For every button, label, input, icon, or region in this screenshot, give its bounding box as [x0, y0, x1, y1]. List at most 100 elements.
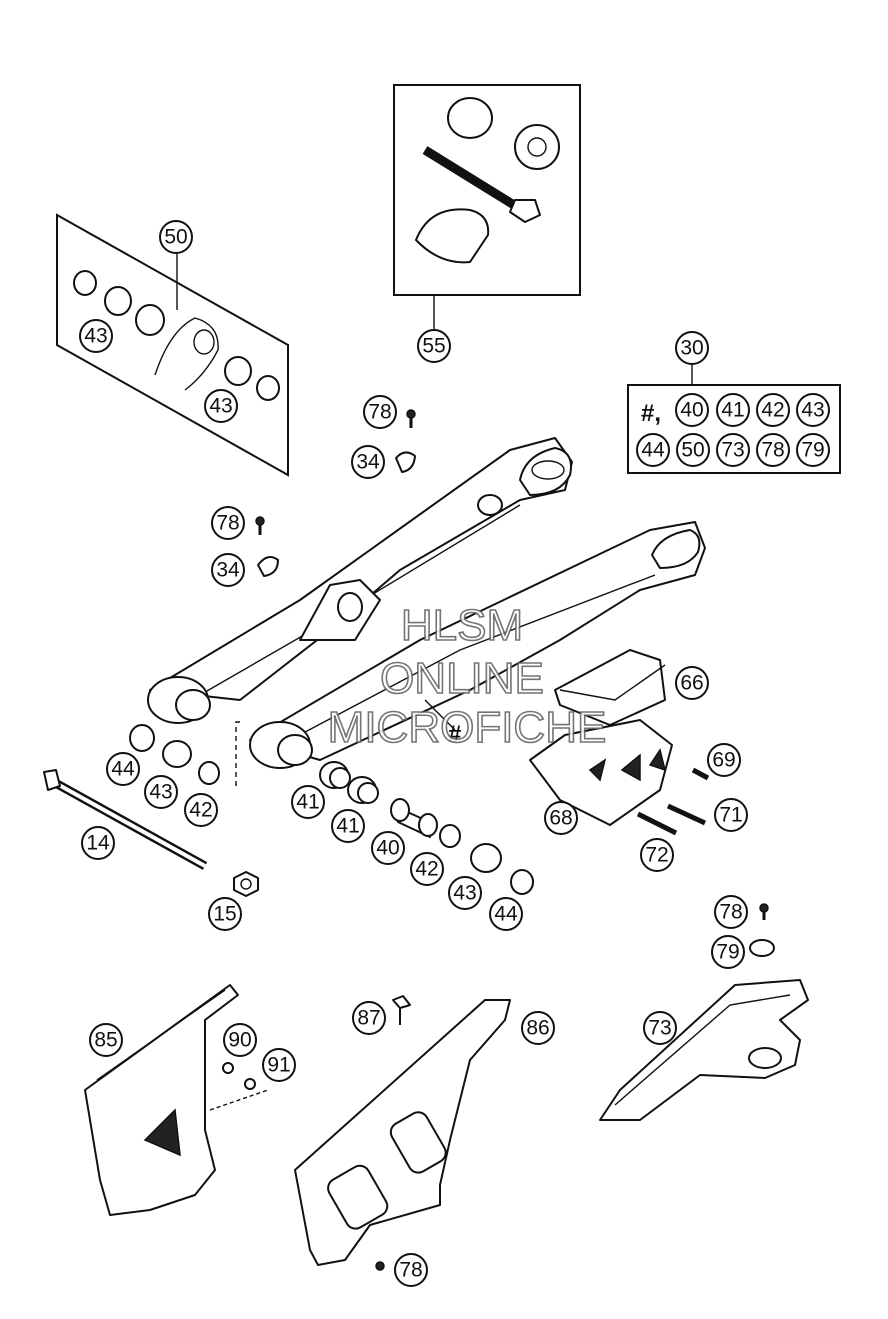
svg-text:43: 43	[209, 395, 232, 418]
svg-text:40: 40	[376, 837, 399, 860]
svg-text:86: 86	[526, 1017, 549, 1040]
bolt-71	[666, 803, 707, 826]
svg-text:78: 78	[368, 401, 391, 424]
kit-item-79: 79	[796, 433, 830, 467]
chain-guard-85	[84, 984, 269, 1216]
callout-71: 71	[714, 798, 748, 832]
watermark-line2: ONLINE	[380, 654, 544, 703]
hash-marker: #	[448, 721, 461, 748]
chain-guide-66	[554, 649, 666, 726]
callout-43: 43	[204, 389, 238, 423]
callout-78: 78	[211, 506, 245, 540]
callout-44: 44	[106, 752, 140, 786]
svg-text:41: 41	[721, 399, 744, 422]
svg-text:42: 42	[761, 399, 784, 422]
watermark: HLSM ONLINE MICROFICHE	[327, 600, 607, 753]
svg-text:44: 44	[494, 903, 518, 926]
callout-69: 69	[707, 743, 741, 777]
svg-text:43: 43	[453, 882, 476, 905]
nut-90	[222, 1062, 234, 1074]
svg-text:69: 69	[712, 749, 735, 772]
svg-text:71: 71	[719, 804, 742, 827]
callout-78: 78	[394, 1253, 428, 1287]
kit-item-78: 78	[756, 433, 790, 467]
callout-55: 55	[417, 329, 451, 363]
callout-41: 41	[331, 809, 365, 843]
chain-guard-86	[294, 995, 511, 1271]
svg-text:91: 91	[267, 1054, 290, 1077]
callout-79: 79	[711, 935, 745, 969]
washer-42-right	[439, 824, 461, 848]
callout-40: 40	[371, 831, 405, 865]
clip-34-upper	[395, 451, 416, 473]
svg-text:44: 44	[111, 758, 135, 781]
spacer-40	[390, 798, 438, 838]
seal-44-right	[510, 869, 534, 895]
bearing-41b	[347, 776, 379, 804]
svg-text:50: 50	[681, 439, 704, 462]
svg-text:78: 78	[216, 512, 239, 535]
svg-text:55: 55	[422, 335, 445, 358]
svg-text:79: 79	[716, 941, 739, 964]
callout-30: 30	[675, 331, 709, 365]
callout-50: 50	[159, 220, 193, 254]
callout-34: 34	[351, 445, 385, 479]
svg-text:43: 43	[801, 399, 824, 422]
washer-79	[749, 939, 775, 957]
svg-text:78: 78	[399, 1259, 422, 1282]
watermark-line3: MICROFICHE	[328, 703, 607, 752]
callout-78: 78	[363, 395, 397, 429]
callout-14: 14	[81, 826, 115, 860]
bearing-41a	[319, 761, 351, 789]
svg-text:30: 30	[680, 337, 703, 360]
svg-text:68: 68	[549, 807, 572, 830]
svg-text:41: 41	[296, 791, 319, 814]
callout-43: 43	[79, 319, 113, 353]
svg-text:14: 14	[86, 832, 110, 855]
watermark-line1: HLSM	[401, 601, 523, 650]
callout-41: 41	[291, 785, 325, 819]
svg-text:43: 43	[84, 325, 107, 348]
screw-78-upper	[406, 409, 416, 428]
svg-text:72: 72	[645, 844, 668, 867]
svg-text:50: 50	[164, 226, 187, 249]
svg-text:41: 41	[336, 815, 359, 838]
svg-text:66: 66	[680, 672, 703, 695]
kit-item-42: 42	[756, 393, 790, 427]
kit-item-73: 73	[716, 433, 750, 467]
seal-44-left	[129, 724, 155, 752]
kit-item-44: 44	[636, 433, 670, 467]
clip-34-mid	[257, 555, 279, 577]
svg-text:34: 34	[356, 451, 380, 474]
callout-43: 43	[144, 775, 178, 809]
callout-86: 86	[521, 1011, 555, 1045]
kit-item-41: 41	[716, 393, 750, 427]
callout-66: 66	[675, 666, 709, 700]
callout-34: 34	[211, 553, 245, 587]
callout-42: 42	[184, 793, 218, 827]
bolt-72	[636, 811, 678, 836]
callout-15: 15	[208, 897, 242, 931]
pivot-kit-55-panel	[393, 84, 581, 330]
svg-text:42: 42	[189, 799, 212, 822]
svg-text:34: 34	[216, 559, 240, 582]
axle-14	[43, 769, 208, 870]
svg-text:73: 73	[721, 439, 744, 462]
chain-slider-73	[599, 979, 809, 1121]
bolt-69	[691, 767, 710, 781]
ring-43-right	[470, 843, 502, 873]
svg-text:40: 40	[680, 399, 703, 422]
svg-text:79: 79	[801, 439, 824, 462]
svg-text:73: 73	[648, 1017, 671, 1040]
washer-91	[244, 1078, 256, 1090]
svg-text:44: 44	[641, 439, 665, 462]
svg-text:42: 42	[415, 858, 438, 881]
callout-85: 85	[89, 1023, 123, 1057]
callout-68: 68	[544, 801, 578, 835]
ring-43-left	[162, 740, 192, 768]
svg-text:15: 15	[213, 903, 236, 926]
callout-78: 78	[714, 895, 748, 929]
callout-90: 90	[223, 1023, 257, 1057]
svg-text:85: 85	[94, 1029, 117, 1052]
